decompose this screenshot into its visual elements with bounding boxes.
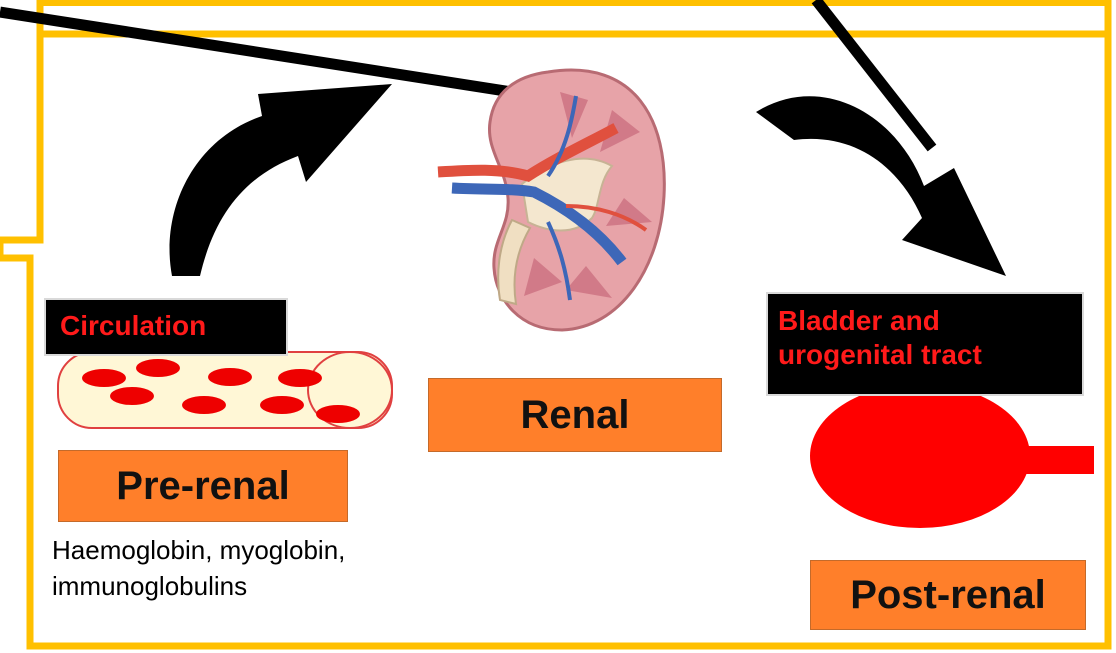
bladder-label-line2: urogenital tract (778, 338, 1082, 372)
pre-renal-label: Pre-renal (116, 464, 289, 509)
blood-cell (182, 396, 226, 414)
pre-renal-note: Haemoglobin, myoglobin, immunoglobulins (52, 532, 345, 604)
blood-vessel-icon (58, 352, 392, 428)
renal-label: Renal (521, 393, 630, 438)
circulation-label: Circulation (44, 298, 288, 356)
post-renal-box: Post-renal (810, 560, 1086, 630)
blood-cell (260, 396, 304, 414)
bladder-icon (810, 384, 1094, 528)
blood-cell (316, 405, 360, 423)
circulation-label-text: Circulation (60, 310, 206, 341)
bladder-label: Bladder and urogenital tract (766, 292, 1084, 396)
renal-box: Renal (428, 378, 722, 452)
pre-renal-note-line2: immunoglobulins (52, 568, 345, 604)
pre-renal-box: Pre-renal (58, 450, 348, 522)
bladder-body (810, 384, 1030, 528)
blood-cell (278, 369, 322, 387)
urethra (1020, 446, 1094, 474)
curved-arrow-left (170, 84, 392, 276)
bladder-label-line1: Bladder and (778, 304, 1082, 338)
blood-cell (82, 369, 126, 387)
pointer-line-left (0, 12, 512, 92)
blood-cell (208, 368, 252, 386)
kidney-illustration (438, 70, 664, 330)
blood-cell (110, 387, 154, 405)
blood-cell (136, 359, 180, 377)
pre-renal-note-line1: Haemoglobin, myoglobin, (52, 532, 345, 568)
post-renal-label: Post-renal (850, 573, 1046, 618)
curved-arrow-right (756, 96, 1006, 276)
